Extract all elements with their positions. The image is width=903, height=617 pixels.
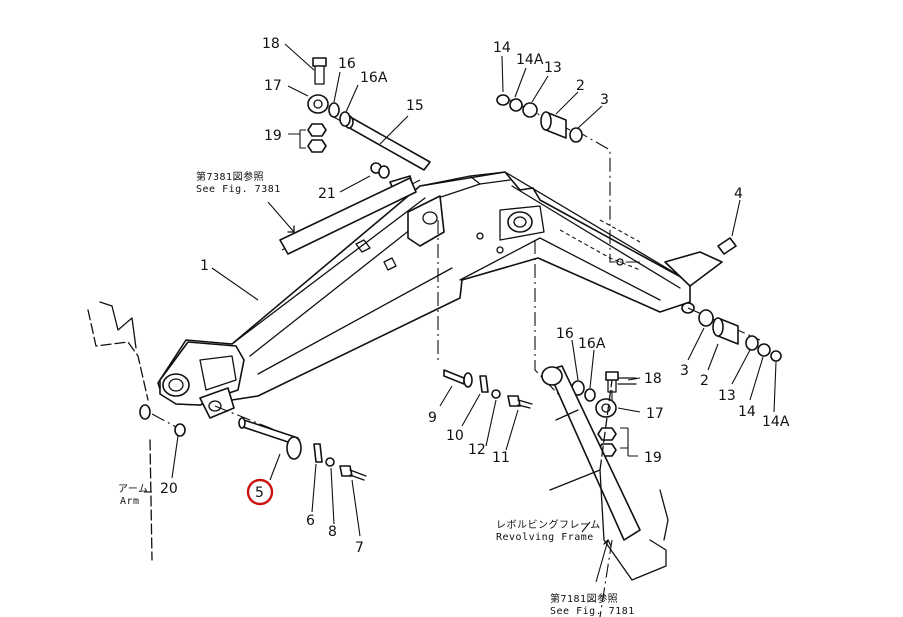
callout-17: 17 — [264, 78, 282, 94]
callout-12: 12 — [468, 442, 486, 458]
callout-13b: 13 — [718, 388, 736, 404]
ref-arm-en: Arm — [120, 496, 140, 507]
callout-4: 4 — [734, 186, 743, 202]
ref-fig7381-en: See Fig. 7381 — [196, 184, 281, 195]
leader-lines — [144, 43, 777, 583]
callout-14a: 14A — [516, 52, 544, 68]
callout-5: 5 — [255, 485, 264, 501]
boom-body — [157, 171, 723, 419]
callout-16a: 16A — [360, 70, 388, 86]
ref-fig7181-jp: 第7181図参照 — [550, 592, 618, 605]
callout-18b: 18 — [644, 371, 662, 387]
ref-frame-en: Revolving Frame — [496, 532, 594, 543]
callout-16ab: 16A — [578, 336, 606, 352]
callout-8: 8 — [328, 524, 337, 540]
callout-13: 13 — [544, 60, 562, 76]
callout-14: 14 — [493, 40, 511, 56]
callout-9: 9 — [428, 410, 437, 426]
callout-2: 2 — [576, 78, 585, 94]
ref-arm-jp: アーム — [118, 483, 149, 495]
callout-20: 20 — [160, 481, 178, 497]
callout-18: 18 — [262, 36, 280, 52]
callout-7: 7 — [355, 540, 364, 556]
callout-15: 15 — [406, 98, 424, 114]
callout-2b: 2 — [700, 373, 709, 389]
callout-21: 21 — [318, 186, 336, 202]
callout-17b: 17 — [646, 406, 664, 422]
callout-1: 1 — [200, 258, 209, 274]
callout-16b: 16 — [556, 326, 574, 342]
parts-group — [139, 57, 782, 541]
callout-16: 16 — [338, 56, 356, 72]
callout-11: 11 — [492, 450, 510, 466]
callout-5-highlight — [246, 478, 274, 506]
callout-6: 6 — [306, 513, 315, 529]
ref-fig7381-jp: 第7381図参照 — [196, 170, 264, 183]
callout-3: 3 — [600, 92, 609, 108]
callout-labels: 18 17 16 16A 19 15 21 14 14A 13 2 3 4 1 … — [160, 36, 790, 556]
ref-frame-jp: レボルビングフレーム — [496, 518, 601, 531]
revolving-frame-outline — [549, 379, 669, 581]
callout-3b: 3 — [680, 363, 689, 379]
callout-14b: 14 — [738, 404, 756, 420]
callout-14ab: 14A — [762, 414, 790, 430]
reference-labels: 第7381図参照 See Fig. 7381 アーム Arm レボルビングフレー… — [118, 170, 635, 617]
ref-fig7181-en: See Fig. 7181 — [550, 606, 635, 617]
arm-outline — [87, 301, 153, 561]
callout-19: 19 — [264, 128, 282, 144]
callout-10: 10 — [446, 428, 464, 444]
callout-19b: 19 — [644, 450, 662, 466]
